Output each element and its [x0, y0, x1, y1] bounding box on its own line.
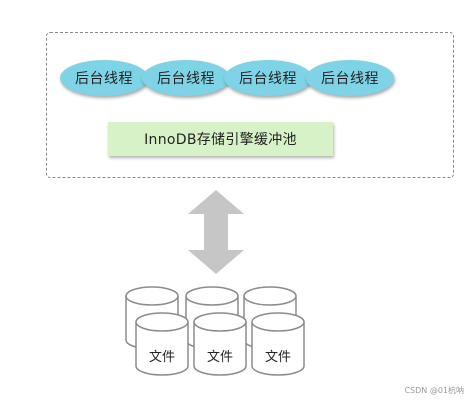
arrow-shape — [188, 190, 244, 274]
background-thread: 后台线程 — [306, 60, 394, 96]
watermark: CSDN @01杭呐 — [404, 386, 464, 395]
file-label: 文件 — [148, 350, 175, 365]
disk-cylinder-icon — [185, 286, 239, 350]
innodb-memory-box — [46, 32, 454, 178]
disk-cylinder-icon — [125, 286, 179, 350]
disk-cylinder-icon — [135, 312, 189, 376]
background-thread: 后台线程 — [142, 60, 230, 96]
disk-cylinder-icon — [193, 312, 247, 376]
innodb-buffer-pool: InnoDB存储引擎缓冲池 — [108, 122, 333, 156]
background-thread: 后台线程 — [224, 60, 312, 96]
disk-cylinder-icon — [251, 312, 305, 376]
background-thread: 后台线程 — [60, 60, 148, 96]
file-label: 文件 — [264, 350, 291, 365]
file-label: 文件 — [206, 350, 233, 365]
disk-cylinder-icon — [243, 286, 297, 350]
bidirectional-arrow-icon — [188, 190, 244, 274]
